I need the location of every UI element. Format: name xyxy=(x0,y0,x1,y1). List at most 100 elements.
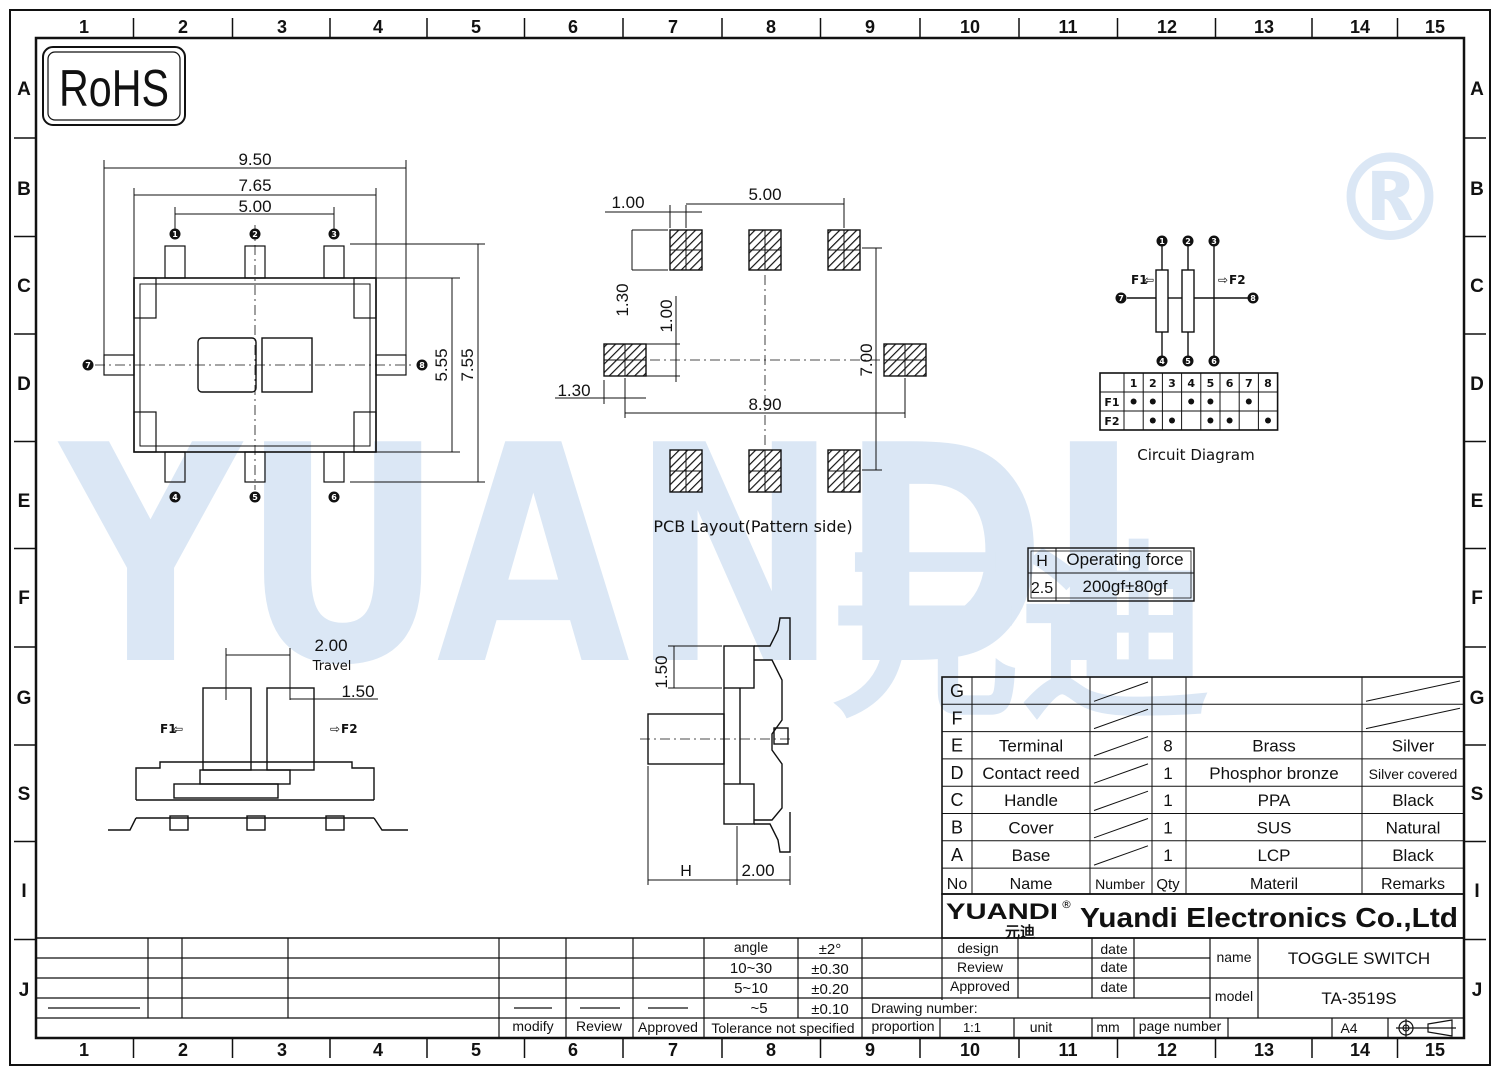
svg-text:~5: ~5 xyxy=(750,1000,767,1017)
drawing-number-label: Drawing number: xyxy=(871,1000,978,1016)
bom-h-number: Number xyxy=(1095,876,1145,892)
svg-text:Brass: Brass xyxy=(1252,737,1295,756)
circuit-table-header: 1 xyxy=(1130,377,1138,390)
dim-9-50: 9.50 xyxy=(238,150,271,169)
scale-value: 1:1 xyxy=(963,1020,981,1035)
end-dim-1-50: 1.50 xyxy=(652,655,671,688)
circuit-pin: 8 xyxy=(1247,292,1259,304)
rohs-label: RoHS xyxy=(59,60,169,118)
dim-5-00: 5.00 xyxy=(238,197,271,216)
row-label-right: A xyxy=(1470,79,1484,100)
force-op-label: Operating force xyxy=(1066,550,1183,569)
circuit-pin: 2 xyxy=(1182,235,1194,247)
svg-text:4: 4 xyxy=(172,493,178,502)
row-label-left: C xyxy=(17,276,31,297)
watermark-text: YUANDI xyxy=(56,382,1140,731)
drawing-name: TOGGLE SWITCH xyxy=(1288,949,1430,968)
sign-approved: Approved xyxy=(950,978,1010,994)
row-label-left: A xyxy=(17,79,31,100)
sign-review: Review xyxy=(957,959,1004,975)
label-review: Review xyxy=(576,1018,623,1034)
svg-text:1: 1 xyxy=(1159,237,1165,246)
row-label-left: S xyxy=(18,784,31,805)
sheet-size: A4 xyxy=(1340,1020,1357,1036)
circuit-table-header: 7 xyxy=(1245,377,1253,390)
circuit-connection-dot xyxy=(1149,398,1156,405)
svg-text:10~30: 10~30 xyxy=(730,960,772,977)
col-label-bottom: 2 xyxy=(178,1040,188,1060)
svg-text:Black: Black xyxy=(1392,846,1434,865)
circuit-caption: Circuit Diagram xyxy=(1137,446,1254,464)
col-label-bottom: 13 xyxy=(1254,1040,1274,1060)
force-h-label: H xyxy=(1036,553,1048,570)
row-label-right: D xyxy=(1470,374,1484,395)
col-label-top: 7 xyxy=(668,17,678,37)
unit-label: unit xyxy=(1030,1019,1053,1035)
page-number-label: page number xyxy=(1139,1018,1222,1034)
row-label-left: D xyxy=(17,374,31,395)
svg-text:1: 1 xyxy=(1163,764,1172,783)
col-label-top: 3 xyxy=(277,17,287,37)
label-approved: Approved xyxy=(638,1019,698,1035)
tolerance-table: angle ±2° 10~30 ±0.30 5~10 ±0.20 ~5 ±0.1… xyxy=(711,939,854,1036)
circuit-table-header: 4 xyxy=(1187,377,1195,390)
row-label-right: I xyxy=(1474,881,1479,902)
svg-text:⇦: ⇦ xyxy=(173,722,183,736)
col-label-bottom: 1 xyxy=(79,1040,89,1060)
circuit-f2: F2 xyxy=(1229,273,1246,287)
svg-text:5: 5 xyxy=(1185,357,1191,366)
row-label-left: J xyxy=(19,980,30,1001)
svg-text:±2°: ±2° xyxy=(819,941,842,958)
pcb-dim-7-00: 7.00 xyxy=(857,343,876,376)
row-label-right: E xyxy=(1471,491,1484,512)
circuit-connection-dot xyxy=(1265,417,1271,424)
end-view: 1.50 H 2.00 xyxy=(640,617,791,885)
row-label-right: G xyxy=(1470,688,1485,709)
col-label-bottom: 8 xyxy=(766,1040,776,1060)
dim-7-55: 7.55 xyxy=(458,348,477,381)
svg-text:3: 3 xyxy=(331,230,337,239)
pin-number-bottom: 4 xyxy=(169,491,181,503)
svg-text:±0.20: ±0.20 xyxy=(811,981,848,998)
svg-text:8: 8 xyxy=(1250,294,1256,303)
circuit-connection-dot xyxy=(1149,417,1156,424)
force-h-value: 2.5 xyxy=(1031,580,1053,597)
name-label: name xyxy=(1216,949,1251,965)
svg-text:5: 5 xyxy=(252,493,258,502)
date-2: date xyxy=(1100,959,1127,975)
svg-text:Cover: Cover xyxy=(1008,819,1054,838)
row-label-left: E xyxy=(18,491,31,512)
col-label-bottom: 11 xyxy=(1058,1040,1077,1060)
svg-text:SUS: SUS xyxy=(1257,819,1292,838)
svg-text:PPA: PPA xyxy=(1258,791,1291,810)
col-label-top: 6 xyxy=(568,17,578,37)
svg-text:Phosphor bronze: Phosphor bronze xyxy=(1209,764,1338,783)
bom-header-row: No Name Number Qty Materil Remarks xyxy=(947,876,1445,893)
svg-text:angle: angle xyxy=(734,939,768,955)
row-label-left: I xyxy=(21,881,26,902)
circuit-connection-dot xyxy=(1130,398,1137,405)
pin-number-right: 8 xyxy=(416,359,428,371)
svg-text:C: C xyxy=(951,790,964,810)
side-view: 2.00 Travel 1.50 F1 ⇦ ⇨ F2 xyxy=(108,636,408,831)
unit-value: mm xyxy=(1096,1019,1119,1035)
row-label-right: S xyxy=(1471,784,1484,805)
circuit-pin: 7 xyxy=(1115,292,1127,304)
svg-text:G: G xyxy=(950,681,964,701)
label-modify: modify xyxy=(512,1018,553,1034)
circuit-f1: F1 xyxy=(1131,273,1148,287)
svg-text:1: 1 xyxy=(172,230,178,239)
bom-row: F xyxy=(952,707,1461,730)
pcb-dim-8-90: 8.90 xyxy=(748,395,781,414)
svg-text:±0.10: ±0.10 xyxy=(811,1001,848,1018)
circuit-pin: 1 xyxy=(1156,235,1168,247)
col-label-top: 14 xyxy=(1350,17,1370,37)
circuit-pin: 3 xyxy=(1208,235,1220,247)
svg-text:2: 2 xyxy=(252,230,258,239)
